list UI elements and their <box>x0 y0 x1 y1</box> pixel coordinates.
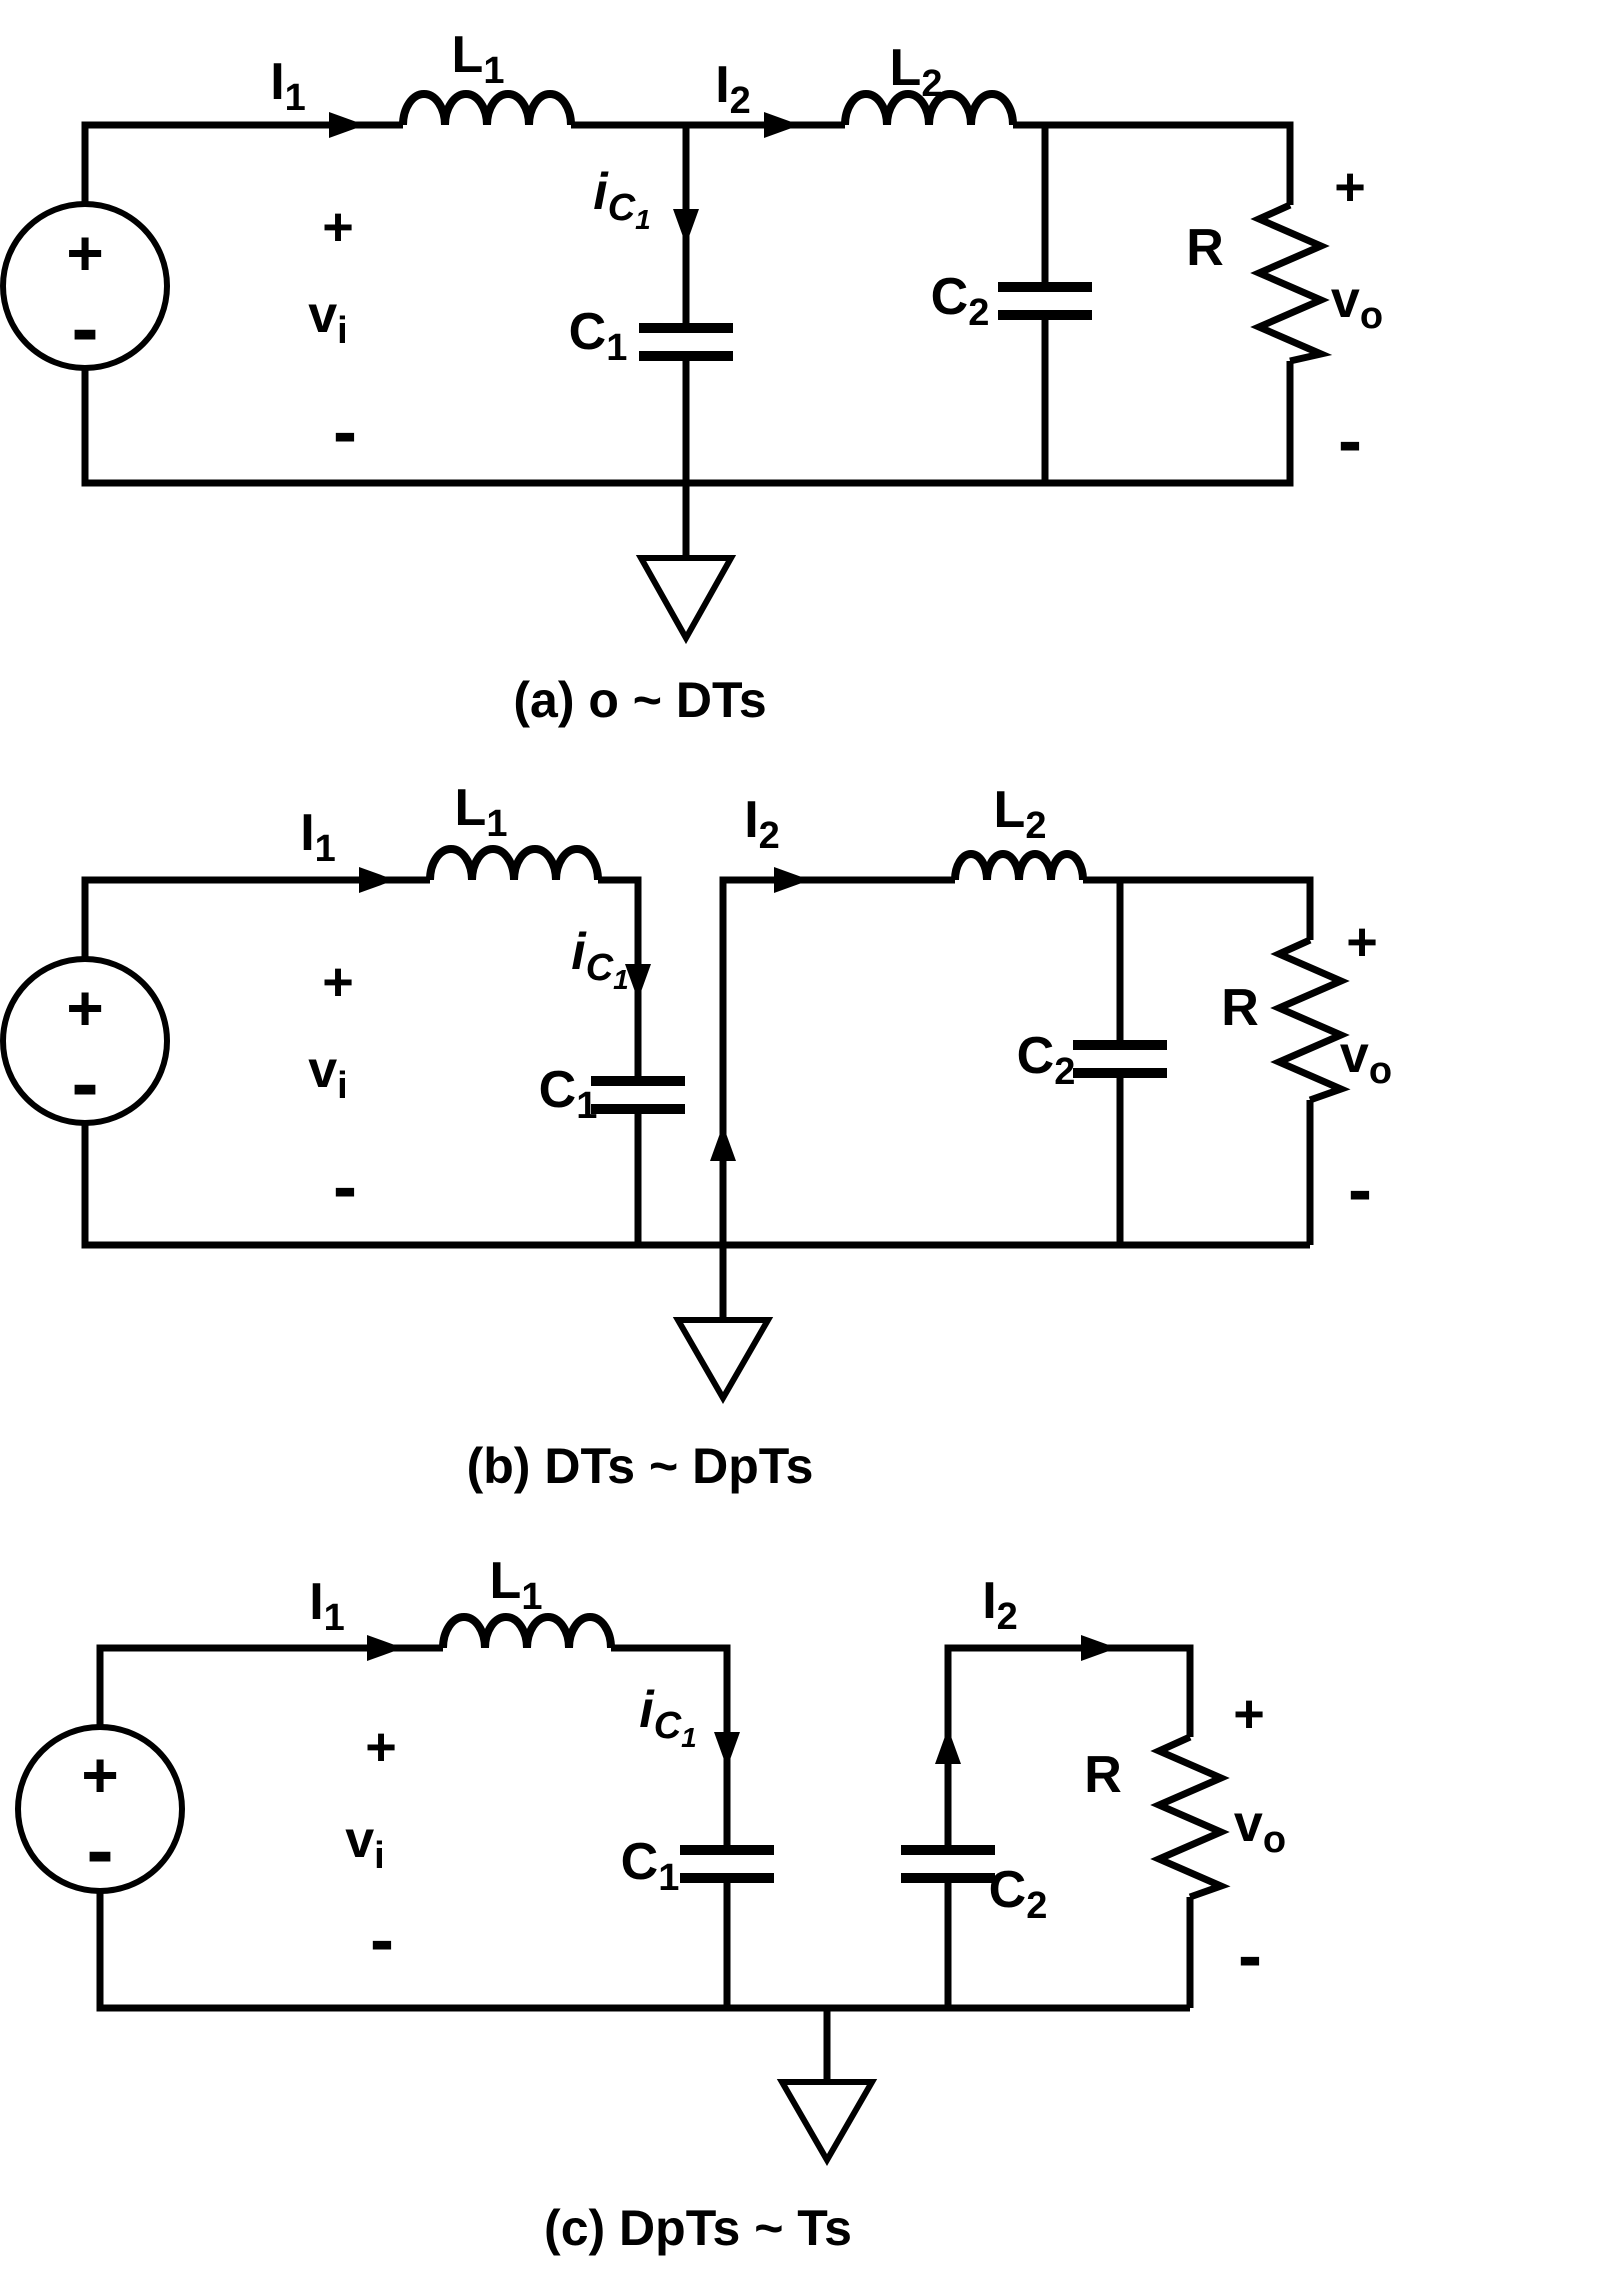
current-arrow-I2 <box>1081 1635 1117 1661</box>
source-minus-sign: - <box>71 1038 99 1129</box>
current-arrow-up <box>935 1728 961 1764</box>
label-current-iC1: iC1 <box>571 923 629 996</box>
polarity-minus-vi: - <box>370 1900 394 1980</box>
circuit-c <box>15 1613 1231 2167</box>
polarity-plus-vi: + <box>322 197 354 257</box>
inductor-L1-coil <box>439 1613 615 1649</box>
wire-top-left <box>81 876 430 959</box>
circuit-a <box>0 90 1333 645</box>
source-plus-sign: + <box>81 1739 119 1811</box>
current-arrow-up <box>710 1125 736 1161</box>
label-voltage-vi: vi <box>308 286 348 353</box>
polarity-minus-vi: - <box>333 1147 357 1227</box>
ground-icon <box>776 2079 878 2167</box>
polarity-plus-vo: + <box>1346 912 1378 972</box>
label-voltage-vi: vi <box>308 1041 348 1108</box>
label-voltage-vo: vo <box>1330 271 1384 338</box>
label-current-iC1: iC1 <box>639 1681 697 1754</box>
wire-L1-to-C1 <box>598 876 642 1076</box>
current-arrow-iC1 <box>714 1732 740 1768</box>
resistor-R-zigzag <box>1250 201 1333 365</box>
label-inductor-L1: L1 <box>451 26 505 93</box>
label-voltage-vo: vo <box>1233 1795 1287 1862</box>
wire-top-left <box>96 1644 443 1727</box>
inductor-L2-coil <box>841 90 1017 126</box>
inductor-L2-coil <box>951 850 1087 881</box>
polarity-plus-vo: + <box>1233 1684 1265 1744</box>
wire-top-right <box>1083 876 1314 940</box>
current-arrow-I1 <box>367 1635 403 1661</box>
current-arrow-I2 <box>774 867 810 893</box>
label-inductor-L1: L1 <box>454 779 508 846</box>
circuit-b <box>0 845 1351 1405</box>
label-current-I2: I2 <box>744 791 780 858</box>
label-inductor-L1: L1 <box>489 1552 543 1619</box>
caption-c: (c) DpTs ~ Ts <box>544 2200 852 2256</box>
label-current-iC1: iC1 <box>593 163 651 236</box>
label-capacitor-C1: C1 <box>568 303 628 370</box>
wire-top-left <box>81 121 403 204</box>
label-capacitor-C1: C1 <box>538 1061 598 1128</box>
polarity-plus-vi: + <box>365 1717 397 1777</box>
label-capacitor-C2: C2 <box>988 1861 1048 1928</box>
polarity-plus-vo: + <box>1334 157 1366 217</box>
caption-a: (a) o ~ DTs <box>513 672 767 728</box>
current-arrow-I1 <box>359 867 395 893</box>
label-capacitor-C2: C2 <box>930 268 990 335</box>
current-arrow-iC1 <box>673 209 699 245</box>
label-inductor-L2: L2 <box>993 781 1047 848</box>
polarity-minus-vo: - <box>1338 401 1362 481</box>
polarity-plus-vi: + <box>322 952 354 1012</box>
wire-C2-up-to-R <box>944 1644 1194 1845</box>
label-capacitor-C2: C2 <box>1016 1027 1076 1094</box>
resistor-R-zigzag <box>1270 936 1351 1104</box>
label-voltage-vi: vi <box>345 1811 385 1878</box>
current-arrow-iC1 <box>625 964 651 1000</box>
wire-ground-branch-up-to-L2 <box>719 876 955 1245</box>
label-current-I2: I2 <box>982 1572 1018 1639</box>
polarity-minus-vo: - <box>1348 1150 1372 1230</box>
label-inductor-L2: L2 <box>889 39 943 106</box>
label-voltage-vo: vo <box>1339 1026 1393 1093</box>
source-minus-sign: - <box>86 1805 114 1896</box>
resistor-R-zigzag <box>1150 1733 1231 1901</box>
label-capacitor-C1: C1 <box>620 1833 680 1900</box>
label-current-I1: I1 <box>300 804 336 871</box>
label-current-I1: I1 <box>270 53 306 120</box>
wire-L1-to-C1 <box>611 1644 731 1845</box>
current-arrow-I2 <box>764 112 800 138</box>
label-resistor-R: R <box>1221 979 1259 1037</box>
source-plus-sign: + <box>66 972 104 1044</box>
polarity-minus-vi: - <box>333 392 357 472</box>
caption-b: (b) DTs ~ DpTs <box>466 1438 814 1494</box>
inductor-L1-coil <box>426 845 602 881</box>
inductor-L1-coil <box>399 90 575 126</box>
label-resistor-R: R <box>1186 219 1224 277</box>
source-plus-sign: + <box>66 217 104 289</box>
wire-bottom <box>81 1123 1310 1249</box>
label-current-I1: I1 <box>309 1573 345 1640</box>
ground-icon <box>672 1317 774 1405</box>
current-arrow-I1 <box>329 112 365 138</box>
wire-top-right <box>1013 121 1294 205</box>
wire-bottom <box>81 361 1294 487</box>
source-minus-sign: - <box>71 283 99 374</box>
polarity-minus-vo: - <box>1238 1916 1262 1996</box>
ground-icon <box>635 555 737 645</box>
label-resistor-R: R <box>1084 1746 1122 1804</box>
label-current-I2: I2 <box>715 56 751 123</box>
